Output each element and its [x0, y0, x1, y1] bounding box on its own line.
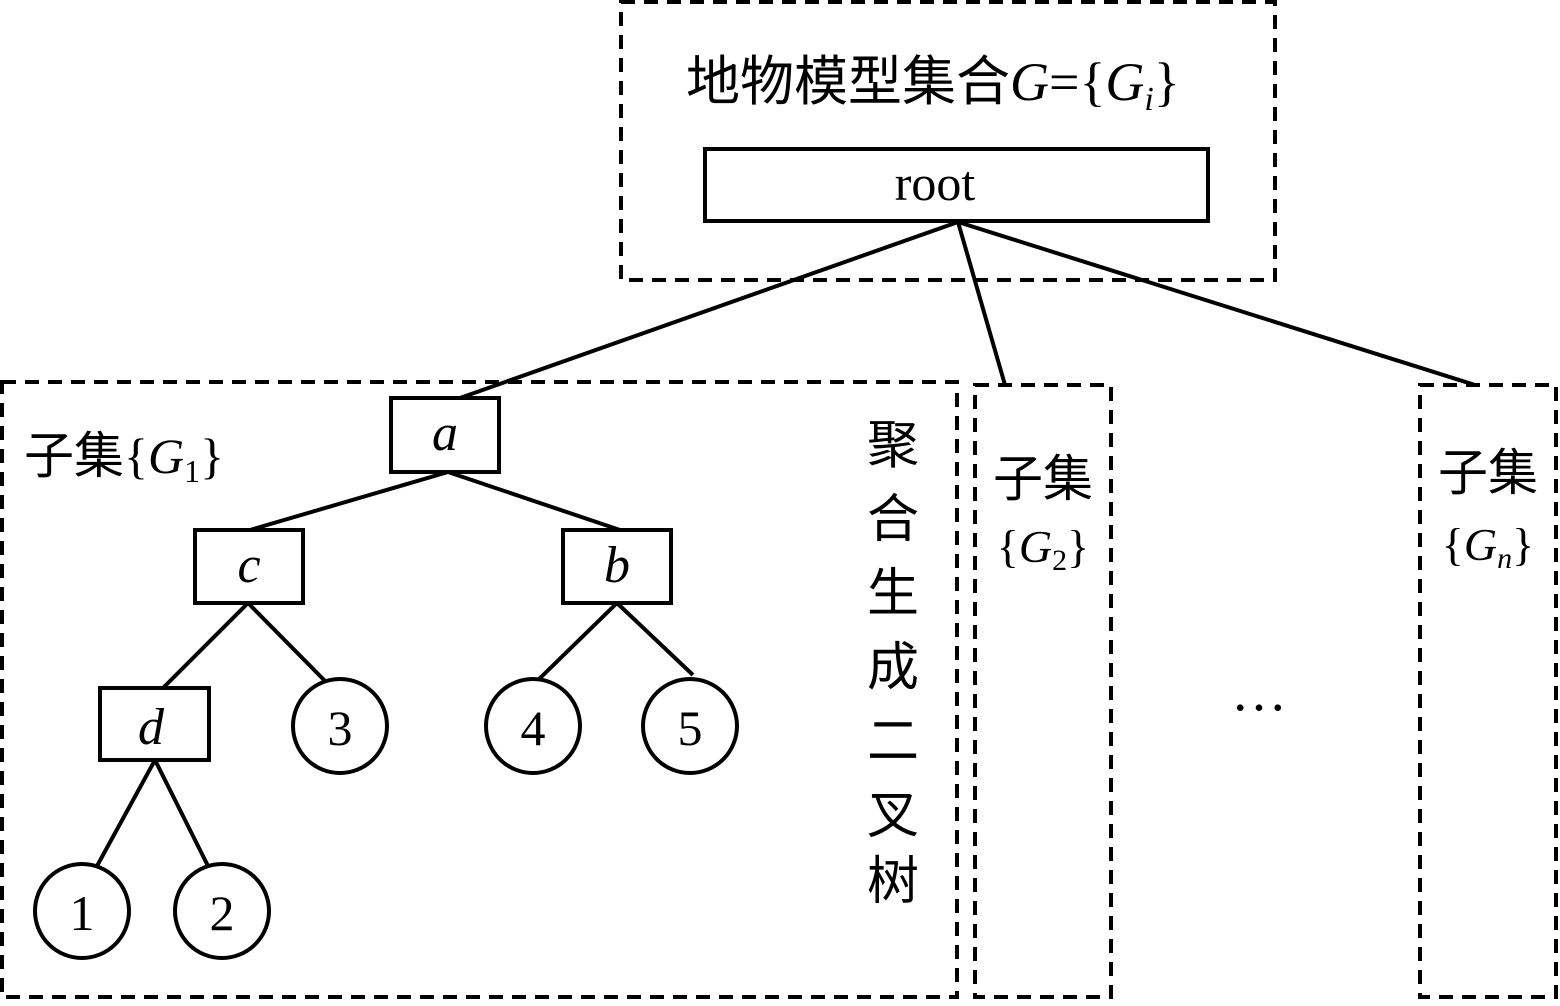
tree-leaf-2-label: 2 [210, 885, 235, 941]
subset-g1-frame [0, 380, 959, 999]
edge-b-5 [615, 601, 695, 677]
svg-text:二: 二 [867, 712, 919, 772]
tree-node-c [193, 528, 305, 605]
edge-root-a [459, 220, 959, 400]
tree-leaf-1-label: 1 [70, 885, 95, 941]
ellipsis: … [1231, 661, 1287, 723]
edge-a-b [447, 470, 621, 532]
tree-leaf-1 [33, 862, 131, 960]
edge-d-2 [153, 759, 210, 867]
tree-leaf-4-label: 4 [521, 700, 546, 756]
svg-text:生: 生 [867, 564, 919, 624]
subset-gn-frame [1418, 383, 1558, 999]
tree-leaf-3 [291, 677, 389, 775]
edge-a-c [249, 470, 449, 532]
root-group-frame [619, 0, 1277, 282]
edge-c-d [161, 601, 250, 690]
tree-node-d [98, 686, 211, 762]
subset-gn-set: {Gn} [1442, 519, 1534, 575]
tree-leaf-3-label: 3 [328, 700, 353, 756]
root-label: root [895, 155, 976, 211]
edge-root-g2 [956, 221, 1007, 386]
edge-d-1 [95, 759, 157, 867]
tree-leaf-5 [641, 677, 739, 775]
subset-g1-label: 子集{G1} [24, 427, 224, 489]
svg-text:树: 树 [867, 852, 919, 912]
tree-leaf-4 [484, 677, 582, 775]
tree-node-b-label: b [604, 537, 630, 594]
tree-node-d-label: d [138, 699, 165, 756]
tree-node-a-label: a [432, 405, 458, 462]
edge-c-3 [246, 601, 330, 686]
aggregated-binary-tree-label: 聚 合 生 成 二 叉 树 [867, 416, 919, 912]
svg-text:聚: 聚 [867, 416, 919, 476]
edge-b-4 [533, 601, 619, 685]
subset-g2-label: 子集 [993, 450, 1093, 508]
svg-text:成: 成 [867, 638, 919, 698]
svg-text:叉: 叉 [867, 786, 919, 846]
tree-node-a [389, 396, 501, 474]
tree-leaf-5-label: 5 [678, 700, 703, 756]
svg-text:合: 合 [867, 490, 919, 550]
tree-node-c-label: c [237, 537, 260, 594]
edge-root-gn [957, 220, 1476, 387]
tree-leaf-2 [173, 862, 271, 960]
model-set-title: 地物模型集合G={Gi} [686, 50, 1180, 118]
subset-g2-set: {G2} [997, 521, 1089, 577]
tree-node-b [561, 528, 673, 605]
root-node [703, 147, 1210, 223]
subset-g2-frame [973, 383, 1113, 999]
subset-gn-label: 子集 [1438, 444, 1538, 502]
